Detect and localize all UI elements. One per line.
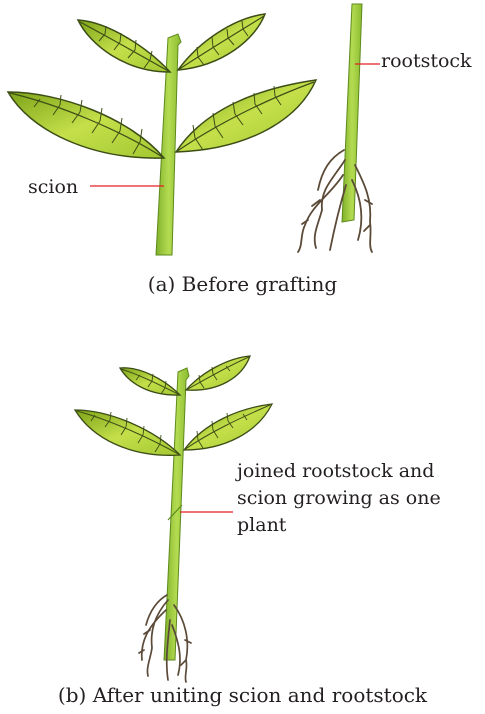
joined-plant-label: joined rootstock and scion growing as on… — [237, 458, 441, 539]
joined-label-line-2: scion growing as one — [237, 485, 441, 512]
scion-leaf-upper-right — [178, 14, 265, 70]
caption-after-uniting: (b) After uniting scion and rootstock — [0, 683, 485, 707]
scion-leaf-upper-left — [78, 20, 170, 72]
joined-label-line-1: joined rootstock and — [237, 458, 441, 485]
rootstock-plant — [298, 4, 372, 252]
caption-before-grafting: (a) Before grafting — [0, 272, 485, 296]
scion-label: scion — [28, 175, 78, 199]
joined-label-line-3: plant — [237, 512, 441, 539]
scion-leaf-lower-left — [8, 92, 164, 158]
joined-leaf-upper-left — [120, 368, 180, 395]
joined-leaf-upper-right — [186, 356, 250, 390]
scion-plant — [8, 14, 316, 255]
rootstock-roots — [298, 150, 372, 252]
joined-leaf-lower-right — [184, 404, 272, 450]
scion-leaf-lower-right — [176, 80, 316, 152]
rootstock-label: rootstock — [381, 49, 472, 73]
joined-leaf-lower-left — [75, 410, 180, 455]
joined-stem — [164, 368, 189, 660]
